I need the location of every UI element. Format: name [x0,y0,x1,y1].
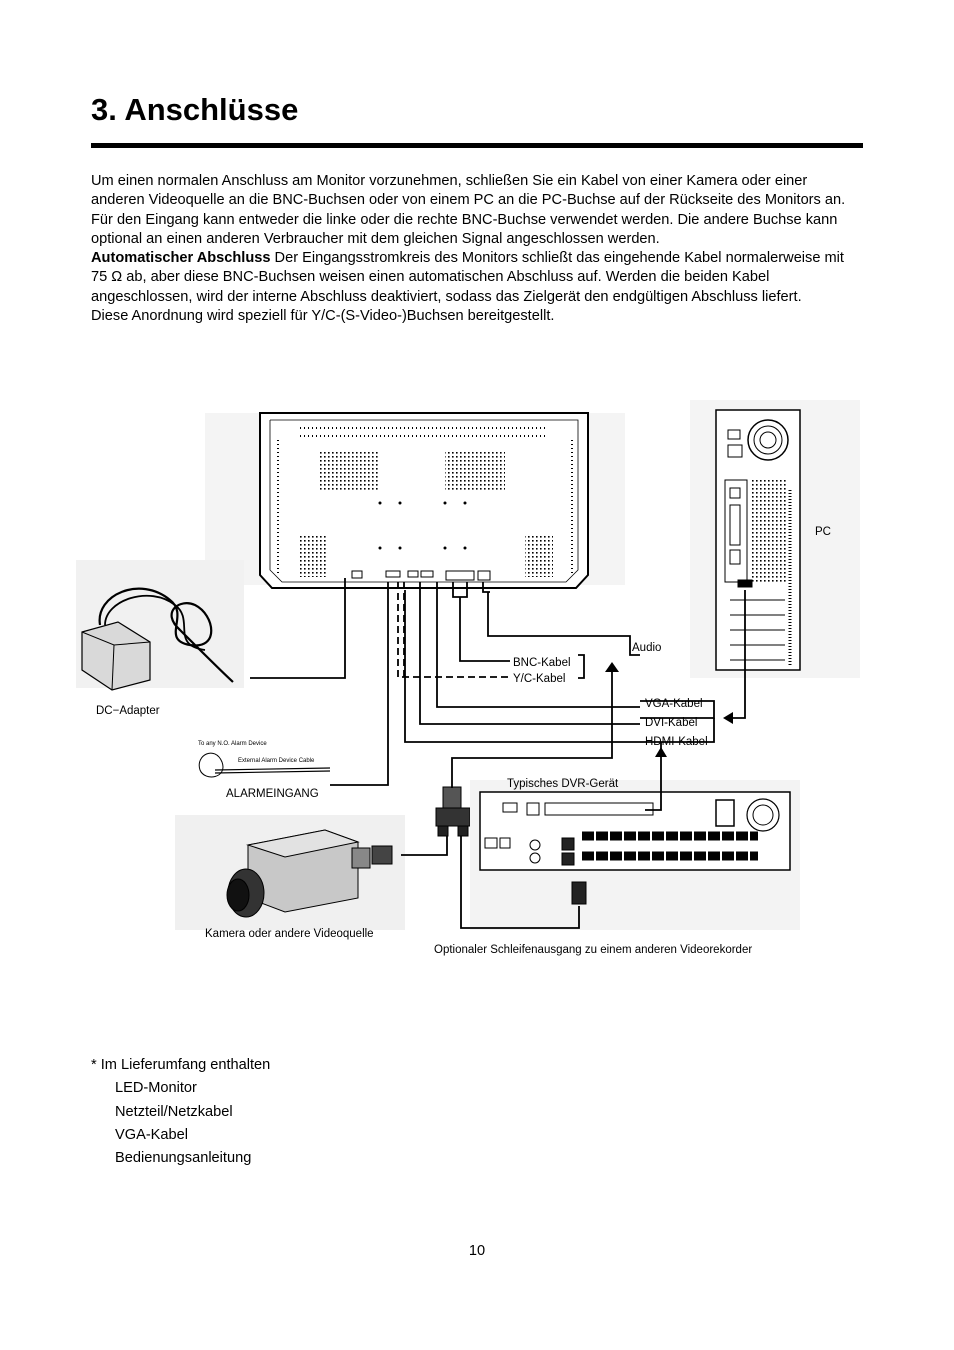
included-heading: * Im Lieferumfang enthalten [91,1057,271,1073]
label-vga-cable: VGA-Kabel [645,698,703,710]
alarm-device-icon [198,752,331,778]
label-loop-out: Optionaler Schleifenausgang zu einem and… [434,944,752,956]
dc-adapter-icon [76,560,244,691]
label-pc: PC [815,526,831,538]
page-number: 10 [468,1243,486,1259]
cables [250,578,746,929]
label-yc-cable: Y/C-Kabel [513,673,565,685]
title-rule [91,143,863,148]
label-camera: Kamera oder andere Videoquelle [205,928,374,940]
included-items: * Im Lieferumfang enthalten LED-Monitor … [91,1054,270,1170]
intro-paragraph-1: Um einen normalen Anschluss am Monitor v… [91,173,846,209]
label-dvr: Typisches DVR-Gerät [507,778,619,790]
label-dvi-cable: DVI-Kabel [645,717,697,729]
label-alarm-cable: External Alarm Device Cable [238,758,315,764]
label-alarm-device: To any N.O. Alarm Device [198,741,267,747]
camera-icon [175,815,405,930]
label-alarm-input: ALARMEINGANG [226,788,319,800]
intro-text: Um einen normalen Anschluss am Monitor v… [91,172,863,326]
auto-termination-term: Automatischer Abschluss [91,250,271,267]
dvr-device [470,780,800,930]
pc-tower [690,400,860,678]
label-dc-adapter: DC−Adapter [96,705,160,717]
label-hdmi-cable: HDMI-Kabel [645,736,708,748]
bnc-t-connector-icon [435,786,471,837]
auto-termination-text: Der Eingangsstromkreis des Monitors schl… [91,250,844,305]
intro-paragraph-2: Für den Eingang kann entweder die linke … [91,211,838,247]
included-item: Bedienungsanleitung [115,1150,252,1167]
included-list: LED-Monitor Netzteil/Netzkabel VGA-Kabel… [91,1077,270,1170]
connection-diagram: PC Audio BNC-Kabel Y/C-Kabel DC−Adapter … [76,400,860,956]
monitor-rear-panel [205,412,625,589]
label-audio: Audio [632,642,661,654]
label-bnc-cable: BNC-Kabel [513,657,571,669]
page-title: 3. Anschlüsse [91,92,299,127]
intro-paragraph-4: Diese Anordnung wird speziell für Y/C-(S… [91,308,555,325]
included-item: VGA-Kabel [115,1126,189,1143]
included-item: Netzteil/Netzkabel [115,1103,233,1120]
intro-paragraph-3: Automatischer Abschluss Der Eingangsstro… [91,249,863,307]
included-item: LED-Monitor [115,1080,197,1097]
